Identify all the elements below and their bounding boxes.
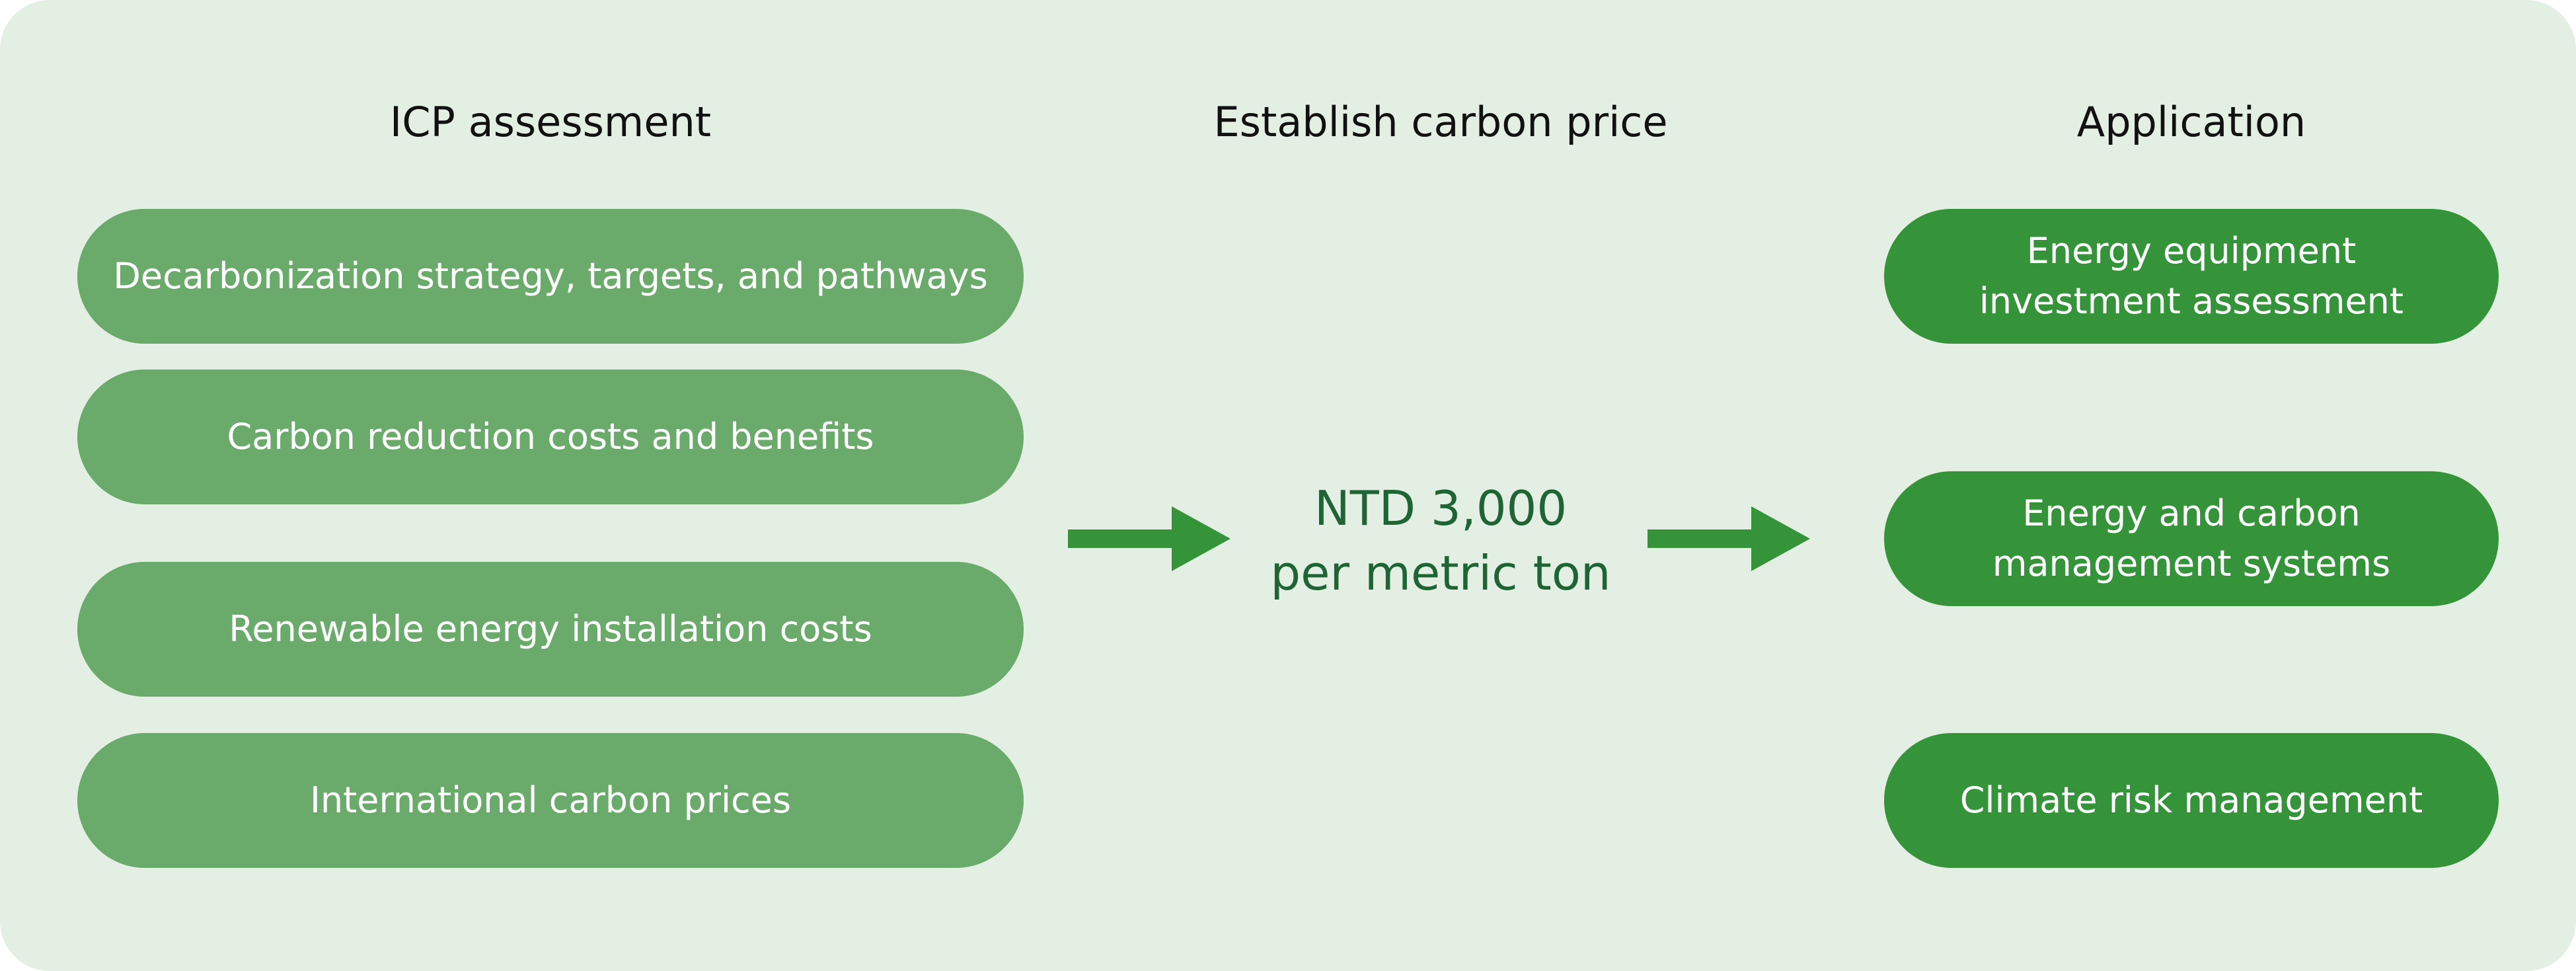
- assessment-item: Decarbonization strategy, targets, and p…: [77, 209, 1024, 344]
- assessment-item: International carbon prices: [77, 733, 1024, 868]
- header-icp-assessment: ICP assessment: [389, 98, 712, 146]
- assessment-item: Carbon reduction costs and benefits: [77, 369, 1024, 504]
- arrow-right-icon: [1648, 506, 1810, 571]
- header-application: Application: [2076, 98, 2306, 146]
- application-item: Energy and carbon management systems: [1884, 471, 2499, 606]
- price-unit: per metric ton: [1270, 545, 1611, 601]
- application-item: Energy equipment investment assessment: [1884, 209, 2499, 344]
- header-establish-carbon-price: Establish carbon price: [1213, 98, 1668, 146]
- application-item: Climate risk management: [1884, 733, 2499, 868]
- price-amount: NTD 3,000: [1314, 481, 1568, 536]
- arrow-right-icon: [1068, 506, 1231, 571]
- carbon-price-value: NTD 3,000 per metric ton: [1242, 476, 1639, 605]
- assessment-item: Renewable energy installation costs: [77, 562, 1024, 697]
